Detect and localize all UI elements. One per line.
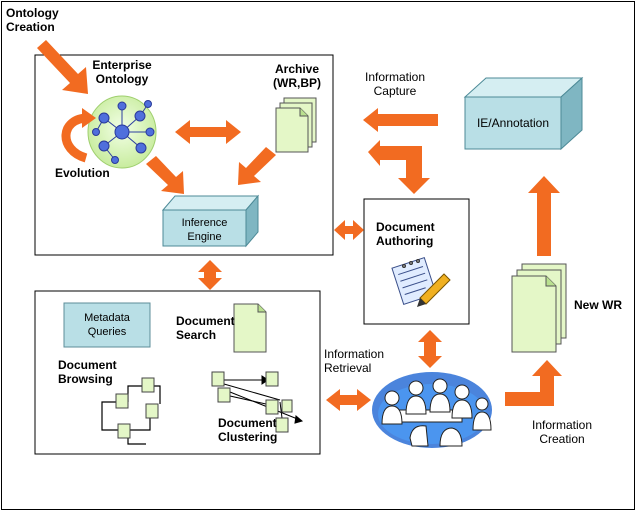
evolution-label: Evolution [55,166,110,180]
document-search-label: Document Search [176,314,235,342]
arrow-ontology-creation [37,40,88,94]
notepad-pen-icon [391,257,451,307]
arrow-information-retrieval [326,389,371,411]
document-authoring-label: Document Authoring [376,220,435,248]
metadata-queries-box [63,302,151,348]
arrow-ontology-search [198,260,222,290]
arrow-information-capture [363,108,438,132]
document-clustering-label: Document Clustering [218,416,278,444]
new-wr-label: New WR [574,298,622,312]
arrow-ontology-archive [175,120,241,144]
information-retrieval-label: Information Retrieval [324,347,385,375]
ie-annotation-box [463,76,584,151]
archive-label: Archive (WR,BP) [273,62,321,90]
document-stack-icon [275,97,317,153]
document-browsing-graph [101,377,161,445]
arrow-newwr-ie [528,176,560,256]
document-icon [233,303,267,353]
arrow-information-creation [505,360,562,406]
metadata-queries-label: Metadata Queries [84,312,130,338]
ontology-graph-icon [87,95,157,169]
arrow-evolution [61,108,96,163]
ontology-creation-label: Ontology Creation [6,6,59,34]
new-wr-document-stack-icon [511,263,567,353]
arrow-ontology-authoring [334,220,364,240]
inference-engine-label: Inference Engine [181,217,228,243]
arrow-archive-inference [238,147,276,185]
information-capture-label: Information Capture [364,70,426,98]
inference-engine-box [161,194,260,248]
document-clustering-graph [211,371,304,433]
arrow-ontology-inference [146,156,184,194]
ie-annotation-label: IE/Annotation [476,116,550,130]
enterprise-ontology-label: Enterprise Ontology [92,58,152,86]
information-creation-label: Information Creation [531,418,593,446]
document-browsing-label: Document Browsing [58,358,117,386]
arrow-authoring-meeting [418,330,442,368]
meeting-people-icon [372,372,492,448]
arrow-capture-authoring [368,140,430,194]
